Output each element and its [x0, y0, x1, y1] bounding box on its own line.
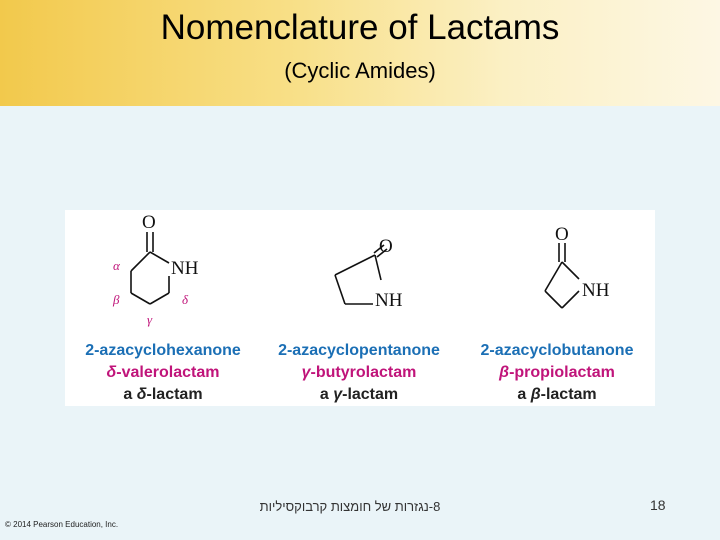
- azacyclopentanone-structure: O NH: [334, 236, 403, 311]
- systematic-name: 2-azacyclohexanone: [85, 342, 241, 359]
- nitrogen-label: NH: [171, 258, 199, 279]
- common-name: β-propiolactam: [499, 364, 615, 381]
- azacyclopentanone-names: 2-azacyclopentanone γ-butyrolactam a γ-l…: [261, 340, 457, 406]
- beta-label: β: [112, 292, 120, 307]
- nitrogen-label: NH: [375, 290, 403, 311]
- carbonyl-oxygen-label: O: [142, 212, 156, 233]
- slide-title: Nomenclature of Lactams: [160, 8, 560, 47]
- slide-header: [0, 0, 720, 106]
- nitrogen-label: NH: [582, 280, 610, 301]
- azacyclohexanone-structure: O NH α β γ δ: [112, 212, 199, 327]
- delta-label: δ: [182, 292, 189, 307]
- class-name: a δ-lactam: [123, 386, 203, 403]
- azacyclobutanone-structure: O NH: [544, 224, 610, 309]
- common-name: δ-valerolactam: [106, 364, 220, 381]
- page-number: 18: [650, 497, 666, 513]
- class-name: a β-lactam: [517, 386, 597, 403]
- azacyclobutanone-names: 2-azacyclobutanone β-propiolactam a β-la…: [459, 340, 655, 406]
- systematic-name: 2-azacyclopentanone: [278, 342, 440, 359]
- azacyclohexanone-names: 2-azacyclohexanone δ-valerolactam a δ-la…: [65, 340, 261, 406]
- copyright-notice: © 2014 Pearson Education, Inc.: [5, 520, 119, 529]
- carbonyl-oxygen-label: O: [379, 236, 393, 257]
- class-name: a γ-lactam: [319, 386, 399, 403]
- common-name: γ-butyrolactam: [301, 364, 417, 381]
- footer-text: 8-נגזרות של חומצות קרבוקסיליות: [259, 499, 441, 514]
- carbonyl-oxygen-label: O: [555, 224, 569, 245]
- lactam-figure-panel: O NH α β γ δ O NH O NH 2-a: [65, 210, 655, 406]
- slide-subtitle: (Cyclic Amides): [284, 58, 436, 83]
- gamma-label: γ: [147, 312, 153, 327]
- alpha-label: α: [113, 258, 121, 273]
- systematic-name: 2-azacyclobutanone: [480, 342, 634, 359]
